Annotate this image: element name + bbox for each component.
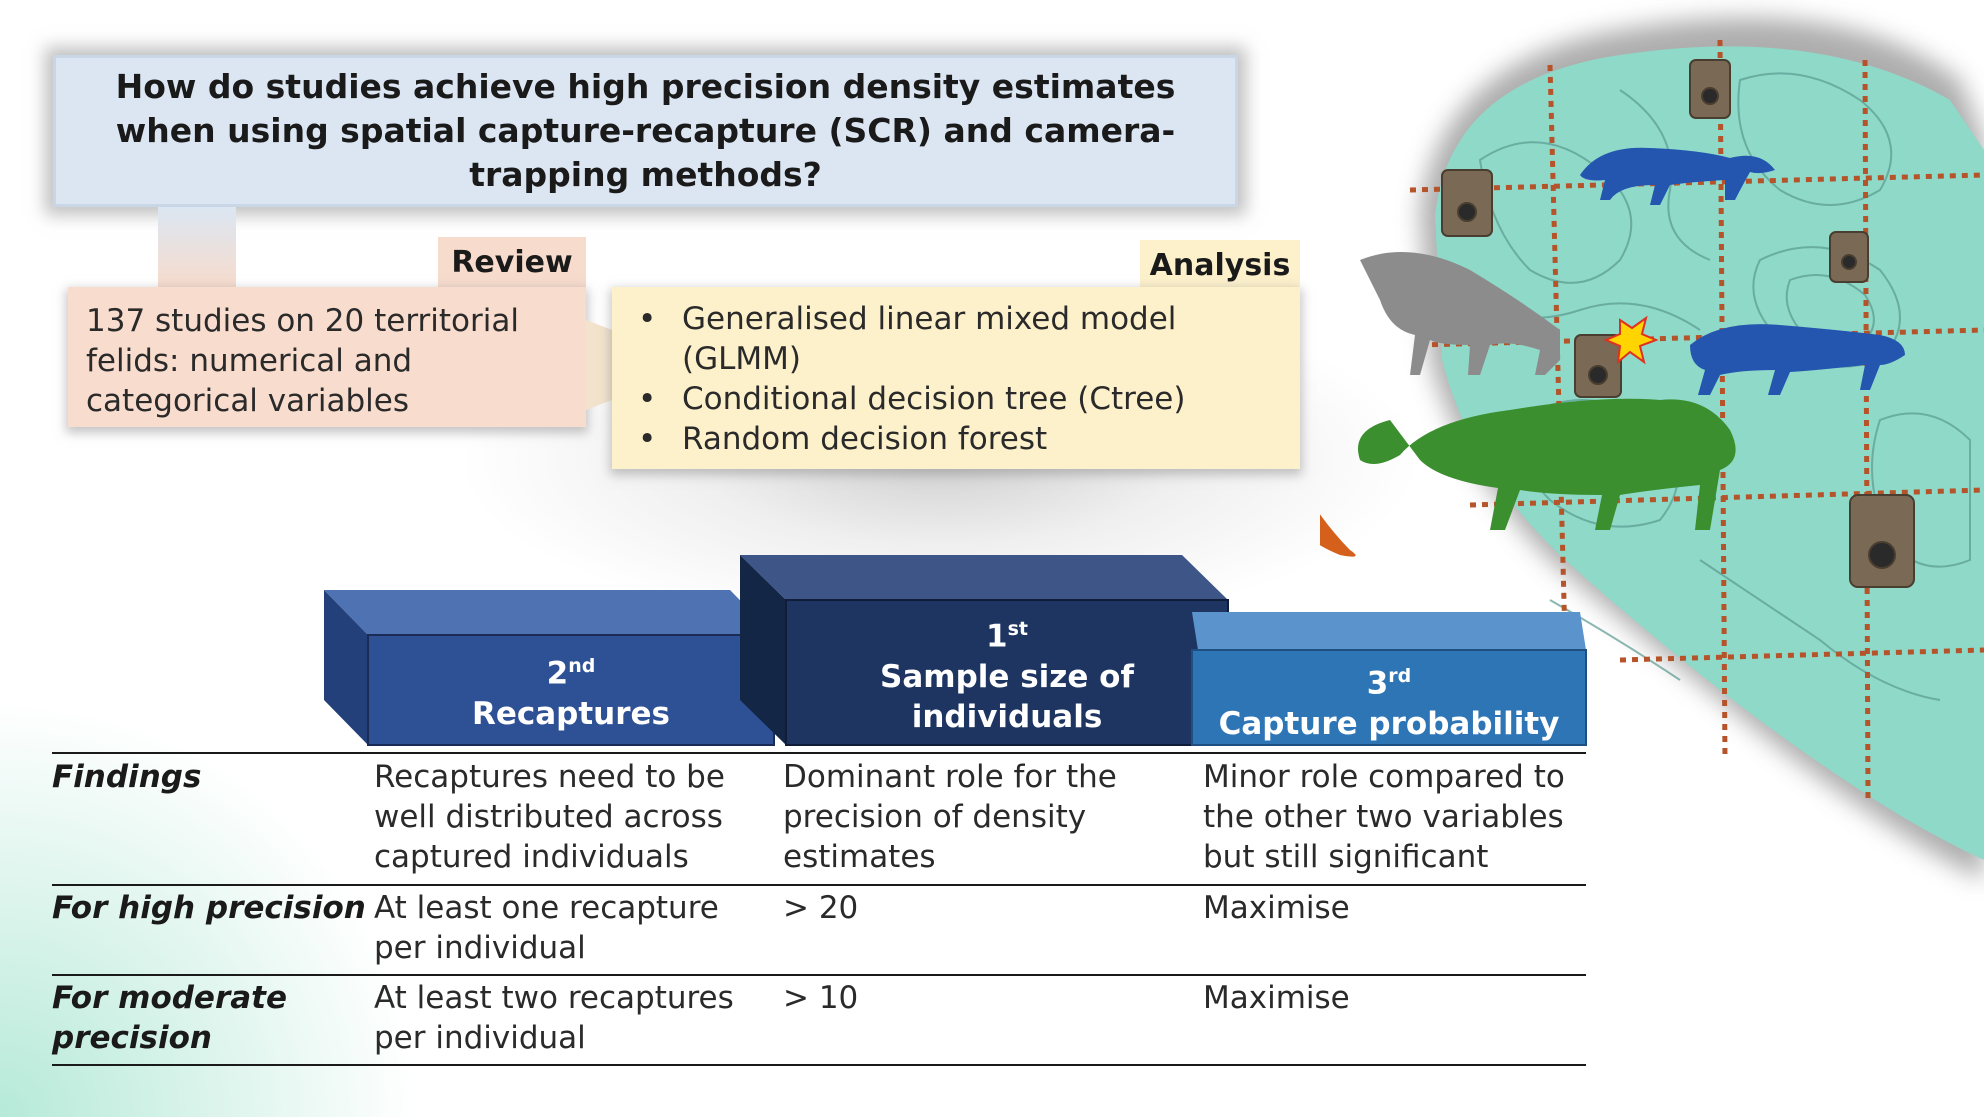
blue-cat-top (1580, 147, 1775, 205)
podium-2nd-rank: 2nd (546, 655, 596, 692)
table-divider (52, 884, 1586, 886)
analysis-methods-list: Generalised linear mixed model (GLMM) Co… (632, 299, 1280, 459)
podium-1st-rank: 1st (986, 618, 1028, 655)
camera-trap-map-illustration (1320, 17, 1984, 880)
review-analysis-connector (586, 320, 612, 410)
findings-capture-probability: Minor role compared to the other two var… (1203, 759, 1565, 875)
review-tab-label: Review (451, 244, 573, 280)
research-question-text: How do studies achieve high precision de… (115, 67, 1176, 194)
grey-cat (1360, 252, 1560, 375)
review-tab: Review (438, 237, 586, 287)
podium-1st-text-line2: individuals (911, 698, 1103, 735)
analysis-tab-label: Analysis (1149, 247, 1291, 283)
row-header-moderate-precision: For moderate precision (52, 980, 288, 1056)
findings-sample-size: Dominant role for the precision of densi… (783, 759, 1117, 875)
camera-trap-icon (1441, 59, 1915, 588)
analysis-method-item: Generalised linear mixed model (GLMM) (638, 299, 1280, 379)
podium-1st-top (740, 555, 1228, 600)
table-divider (52, 752, 1586, 754)
moderate-precision-recaptures: At least two recaptures per individual (374, 980, 734, 1056)
moderate-precision-sample-size: > 10 (783, 980, 859, 1016)
podium-2nd-side (324, 590, 368, 745)
research-question-box: How do studies achieve high precision de… (53, 55, 1238, 207)
high-precision-recaptures: At least one recapture per individual (374, 890, 719, 966)
high-precision-sample-size: > 20 (783, 890, 859, 926)
review-text-line: felids: numerical and (86, 343, 413, 379)
podium-3rd-text: Capture probability (1218, 705, 1560, 742)
podium-1st-front (785, 599, 1229, 746)
findings-recaptures: Recaptures need to be well distributed a… (374, 759, 725, 875)
ranking-podium (324, 555, 1587, 746)
podium-3rd-label: 3rd Capture probability (1192, 655, 1586, 745)
podium-2nd-top (324, 590, 774, 635)
green-cat (1358, 398, 1736, 530)
review-text-line: categorical variables (86, 383, 409, 419)
high-precision-capture-probability: Maximise (1203, 890, 1350, 926)
question-connector (158, 207, 236, 287)
review-text-line: 137 studies on 20 territorial (86, 303, 519, 339)
table-divider (52, 974, 1586, 976)
podium-1st-label: 1st Sample size of individuals (786, 608, 1228, 738)
blue-cat-middle (1690, 324, 1905, 395)
podium-3rd-front (1191, 649, 1587, 746)
analysis-box: Generalised linear mixed model (GLMM) Co… (612, 287, 1300, 469)
podium-3rd-top (1192, 612, 1586, 650)
podium-2nd-front (367, 634, 775, 746)
orange-tiger (1320, 514, 1356, 557)
row-header-high-precision: For high precision (52, 890, 366, 926)
moderate-precision-capture-probability: Maximise (1203, 980, 1350, 1016)
analysis-tab: Analysis (1140, 240, 1300, 290)
review-box: 137 studies on 20 territorial felids: nu… (68, 287, 586, 427)
analysis-method-item: Random decision forest (638, 419, 1280, 459)
podium-2nd-label: 2nd Recaptures (368, 640, 774, 740)
table-divider (52, 1064, 1586, 1066)
podium-2nd-text: Recaptures (471, 695, 671, 732)
row-header-findings: Findings (52, 759, 202, 795)
podium-1st-side (740, 555, 786, 745)
analysis-method-item: Conditional decision tree (Ctree) (638, 379, 1280, 419)
flash-icon (1603, 315, 1659, 365)
podium-3rd-rank: 3rd (1366, 665, 1412, 702)
podium-1st-text-line1: Sample size of (880, 658, 1134, 695)
